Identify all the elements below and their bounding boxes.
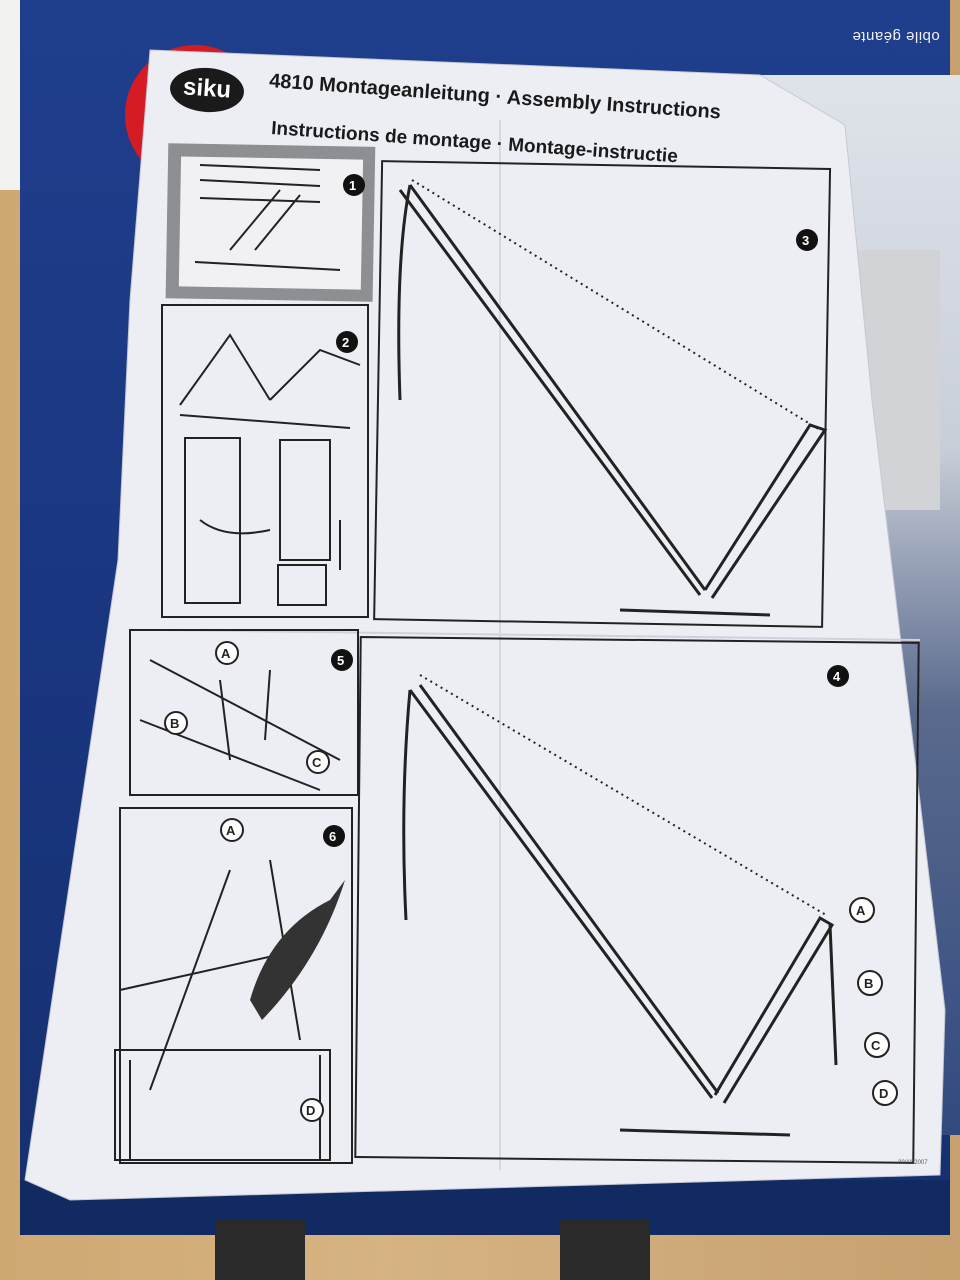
svg-text:D: D xyxy=(306,1103,315,1118)
svg-text:C: C xyxy=(871,1038,881,1053)
svg-text:B: B xyxy=(864,976,873,991)
step-1-panel: 1 xyxy=(165,143,376,302)
svg-text:2: 2 xyxy=(342,335,349,350)
svg-text:A: A xyxy=(226,823,236,838)
svg-text:D: D xyxy=(879,1086,888,1101)
paper xyxy=(24,49,946,1201)
step-3-panel: 3 xyxy=(373,160,832,628)
svg-text:A: A xyxy=(221,646,231,661)
svg-text:A: A xyxy=(856,903,866,918)
step-4-panel: 4 A B C D xyxy=(354,636,920,1164)
svg-text:3: 3 xyxy=(802,233,809,248)
svg-text:1: 1 xyxy=(349,178,356,193)
step-5-panel: 5 A B C xyxy=(129,629,359,796)
svg-text:C: C xyxy=(312,755,322,770)
step-6-panel: 6 A D xyxy=(114,807,353,1164)
svg-text:5: 5 xyxy=(337,653,344,668)
step-2-panel: 2 xyxy=(161,304,369,618)
svg-text:4: 4 xyxy=(833,669,841,684)
print-date: 30/11/2007 xyxy=(898,1160,928,1166)
svg-text:B: B xyxy=(170,716,179,731)
shoe-right xyxy=(560,1220,650,1280)
svg-text:6: 6 xyxy=(329,829,336,844)
shoe-left xyxy=(215,1220,305,1280)
